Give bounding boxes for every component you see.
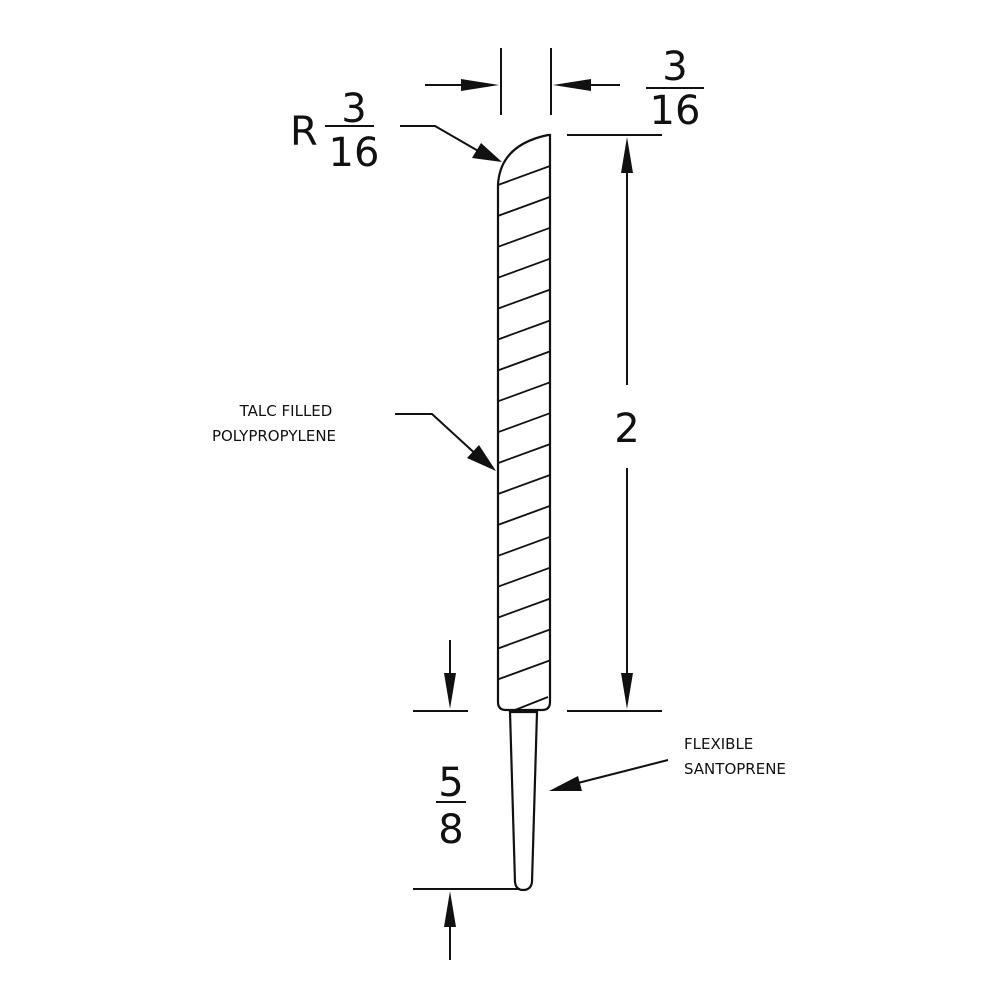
tip-material-callout: FLEXIBLE SANTOPRENE (549, 735, 786, 791)
hatch-line (497, 628, 551, 650)
hatch-line (497, 597, 551, 619)
body-hatching (497, 165, 551, 711)
tip-dimension: 5 8 (413, 640, 520, 960)
hatch-line (497, 659, 551, 681)
body-label-line1: TALC FILLED (239, 402, 333, 420)
hatch-line (497, 319, 551, 341)
hatch-line (497, 288, 551, 310)
height-value: 2 (614, 406, 639, 452)
hatch-line (514, 696, 549, 711)
tip-label-line1: FLEXIBLE (684, 735, 753, 753)
width-denominator: 16 (650, 88, 701, 134)
height-dimension: 2 (567, 134, 662, 712)
body-label-line2: POLYPROPYLENE (212, 427, 336, 445)
tip-denominator: 8 (438, 807, 463, 853)
hatch-line (497, 566, 551, 588)
hatch-line (497, 474, 551, 495)
hatch-line (497, 412, 551, 434)
radius-callout: R 3 16 (290, 86, 502, 176)
width-dimension: 3 16 (425, 44, 704, 134)
tip-numerator: 5 (438, 760, 463, 806)
flexible-tip-outline (508, 710, 539, 892)
hatch-line (497, 505, 551, 526)
tip-label-line2: SANTOPRENE (684, 760, 786, 778)
body-material-callout: TALC FILLED POLYPROPYLENE (212, 402, 496, 471)
hatch-line (497, 226, 551, 248)
hatch-line (497, 381, 551, 403)
hatch-line (497, 165, 551, 186)
hatch-line (497, 535, 551, 557)
radius-prefix: R (290, 109, 318, 155)
width-numerator: 3 (662, 44, 687, 90)
hatch-line (497, 350, 551, 372)
hatch-line (497, 196, 551, 217)
radius-numerator: 3 (341, 86, 366, 132)
hatch-line (497, 257, 551, 279)
hatch-line (497, 443, 551, 464)
radius-denominator: 16 (329, 130, 380, 176)
